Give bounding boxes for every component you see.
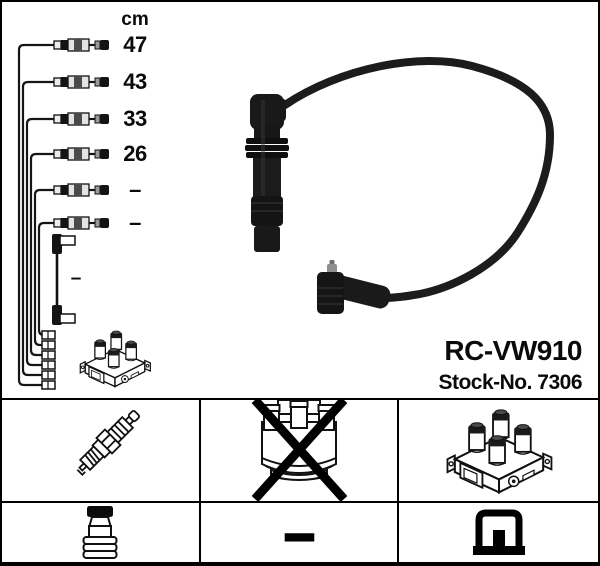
harness-wires: [17, 43, 54, 387]
dash-cell: –: [201, 503, 400, 562]
spark-plug-cable-photo: [245, 57, 555, 314]
cable-length-value: –: [129, 210, 141, 235]
din-tower-socket-icon: [472, 509, 525, 555]
cable-length-value: –: [129, 177, 141, 202]
link-cable-length-value: –: [70, 268, 82, 289]
coil-plug-stack: [41, 330, 56, 390]
distributor-cap-crossed-icon: [251, 400, 348, 501]
dash-symbol: –: [282, 503, 316, 562]
ignition-coil-drawing: [79, 330, 152, 388]
cable-length-value: 26: [123, 141, 147, 166]
coil-link-cable: [52, 234, 76, 325]
cross-icon: [251, 400, 348, 501]
distributor-cap-cell: [200, 400, 400, 503]
coil-end-connector: [317, 260, 391, 314]
coil-tower-connector-cell: [2, 503, 201, 562]
spark-plug-cell: [2, 400, 201, 503]
coil-tower-connector-icon: [82, 505, 118, 559]
part-number: RC-VW910: [444, 335, 582, 366]
spark-plug-boot: [245, 94, 289, 252]
cable-length-value: 47: [123, 32, 147, 57]
spark-plug-icon: [77, 409, 141, 477]
cable-row-connectors: [53, 38, 109, 230]
unit-label: cm: [121, 9, 149, 30]
cable-length-value: 43: [123, 69, 147, 94]
ignition-coil-pack-cell: [399, 400, 598, 503]
cable-set-diagram: [17, 38, 152, 390]
din-tower-socket-cell: [399, 503, 598, 562]
ignition-coil-pack-icon: [446, 408, 553, 494]
cable-length-value: 33: [123, 106, 147, 131]
stock-number: Stock-No. 7306: [438, 371, 582, 394]
cable-wire: [281, 57, 555, 302]
part-info: RC-VW910 Stock-No. 7306: [438, 336, 582, 395]
compatibility-grid: –: [2, 398, 598, 562]
